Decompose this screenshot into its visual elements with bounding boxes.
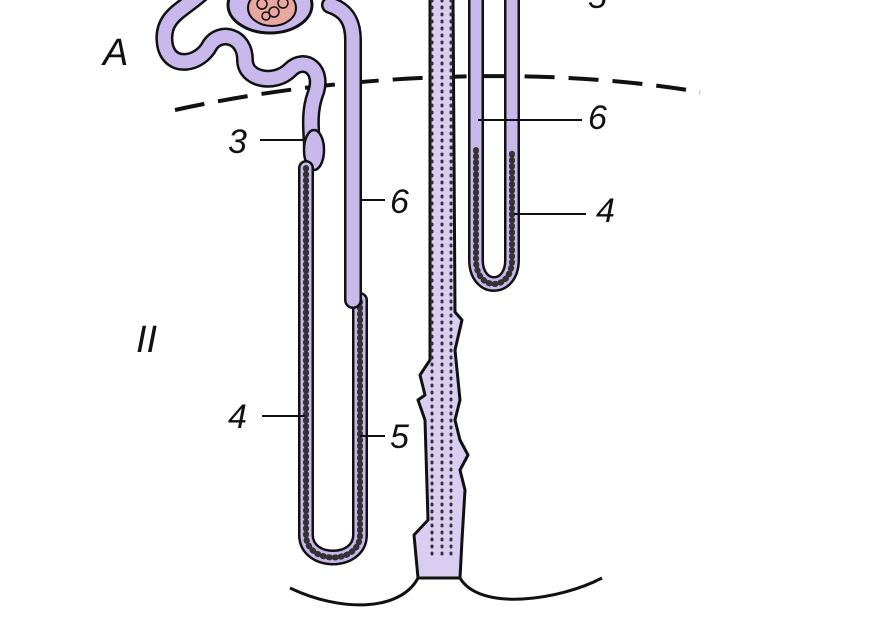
corticomedullary-boundary	[174, 74, 701, 112]
region-medulla-label: II	[136, 319, 158, 361]
collecting-duct	[412, 0, 470, 580]
region-cortex-label: A	[101, 32, 128, 74]
renal-corpuscle	[226, 0, 314, 35]
papilla-outline	[289, 576, 603, 607]
juxtamedullary-nephron	[155, 0, 368, 566]
label-top-cut: 5	[588, 0, 607, 16]
label-juxta-4: 4	[228, 398, 247, 436]
label-juxta-6: 6	[390, 183, 409, 221]
label-juxta-3: 3	[228, 123, 247, 161]
label-cortical-4: 4	[596, 192, 615, 230]
label-juxta-5: 5	[390, 418, 409, 456]
cortical-nephron	[468, 0, 520, 292]
label-cortical-6: 6	[588, 99, 607, 137]
